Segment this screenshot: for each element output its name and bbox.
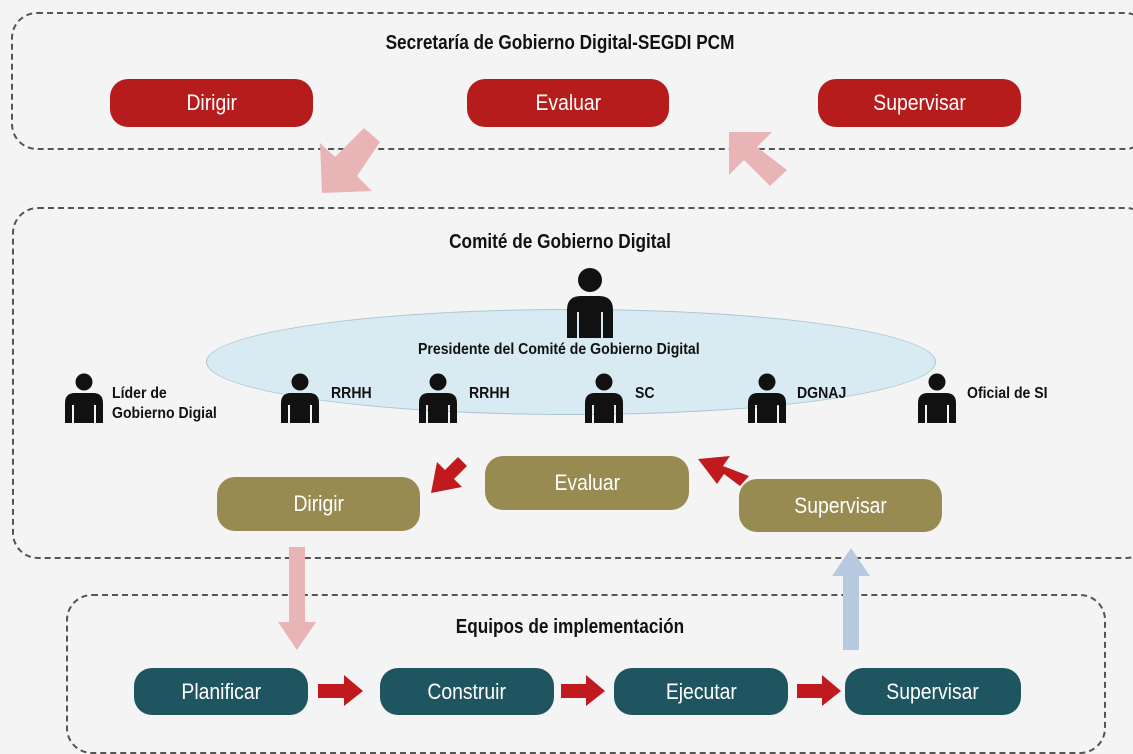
member-label-lider: Líder de Gobierno Digial bbox=[112, 385, 217, 422]
president-person-icon bbox=[567, 268, 613, 338]
person-icon bbox=[918, 373, 956, 423]
arrow-icon-step-1 bbox=[318, 675, 363, 706]
person-icon bbox=[585, 373, 623, 423]
arrow-icon-down bbox=[278, 547, 316, 650]
member-label-sc: SC bbox=[635, 385, 655, 402]
segdi-supervisar-button[interactable]: Supervisar bbox=[818, 79, 1021, 127]
step-construir-button[interactable]: Construir bbox=[380, 668, 554, 715]
arrow-icon-small-down-left bbox=[431, 457, 467, 493]
person-icon bbox=[65, 373, 103, 423]
step-ejecutar-button[interactable]: Ejecutar bbox=[614, 668, 788, 715]
person-icon bbox=[748, 373, 786, 423]
member-label-rrhh-1: RRHH bbox=[331, 385, 372, 402]
arrow-icon-up-right bbox=[729, 132, 787, 186]
arrow-icon-step-3 bbox=[797, 675, 841, 706]
committee-dirigir-button[interactable]: Dirigir bbox=[217, 477, 420, 531]
president-label: Presidente del Comité de Gobierno Digita… bbox=[418, 341, 700, 358]
person-icon bbox=[419, 373, 457, 423]
arrows-layer bbox=[278, 128, 870, 706]
segdi-evaluar-button[interactable]: Evaluar bbox=[467, 79, 669, 127]
arrow-icon-down-left bbox=[320, 128, 380, 193]
committee-frame bbox=[12, 207, 1133, 559]
step-supervisar-button[interactable]: Supervisar bbox=[845, 668, 1021, 715]
segdi-frame bbox=[11, 12, 1133, 150]
committee-evaluar-button[interactable]: Evaluar bbox=[485, 456, 689, 510]
step-planificar-button[interactable]: Planificar bbox=[134, 668, 308, 715]
arrow-icon-step-2 bbox=[561, 675, 605, 706]
segdi-dirigir-button[interactable]: Dirigir bbox=[110, 79, 313, 127]
arrow-icon-small-left bbox=[698, 456, 749, 486]
member-label-oficial: Oficial de SI bbox=[967, 385, 1048, 402]
committee-title: Comité de Gobierno Digital bbox=[449, 231, 671, 253]
member-label-rrhh-2: RRHH bbox=[469, 385, 510, 402]
committee-supervisar-button[interactable]: Supervisar bbox=[739, 479, 942, 532]
segdi-title: Secretaría de Gobierno Digital-SEGDI PCM bbox=[385, 32, 735, 54]
member-label-dgnaj: DGNAJ bbox=[797, 385, 847, 402]
arrow-icon-up bbox=[832, 548, 870, 650]
person-icon bbox=[281, 373, 319, 423]
teams-title: Equipos de implementación bbox=[455, 616, 685, 638]
